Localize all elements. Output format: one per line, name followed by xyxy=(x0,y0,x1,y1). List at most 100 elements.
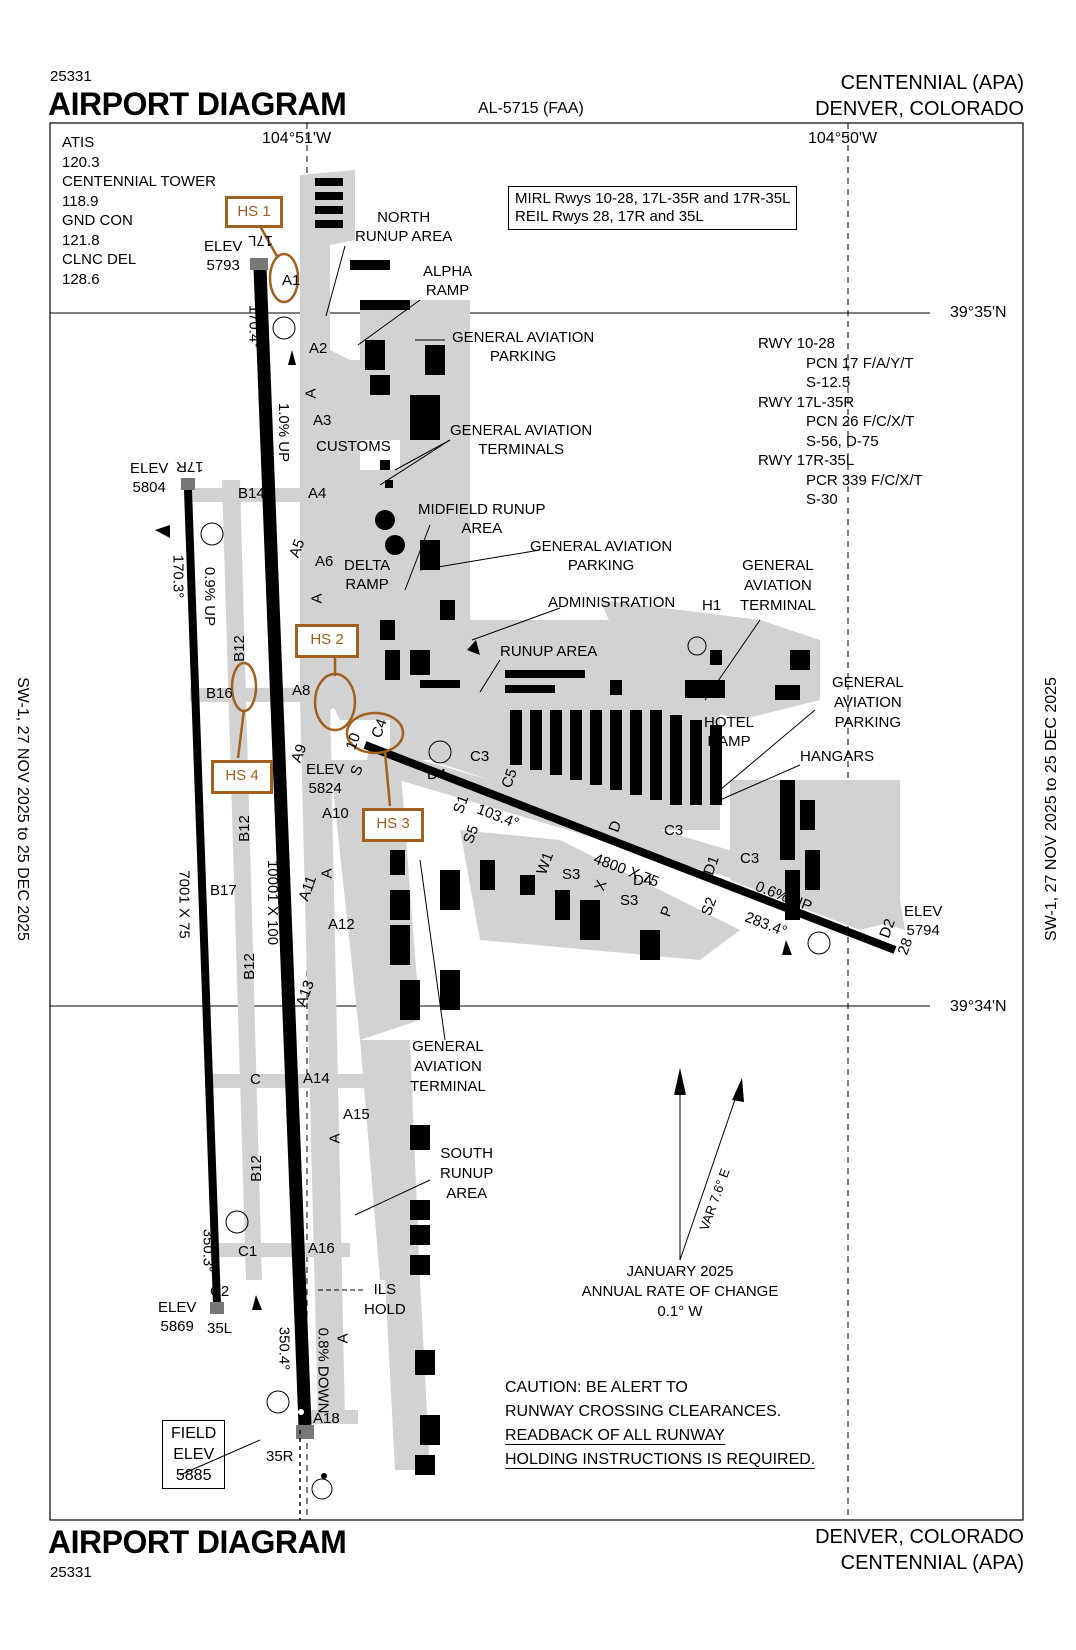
airport-name-bottom: CENTENNIAL (APA) xyxy=(840,1552,1024,1574)
runway-17L-35R xyxy=(253,267,312,1426)
heading-170-4: 170.4° xyxy=(245,304,263,349)
rwy-17L-35R-strength: S-56, D-75 xyxy=(806,432,879,450)
taxiway-a16: A16 xyxy=(308,1240,335,1257)
lon-left: 104°51'W xyxy=(262,130,332,147)
runup-area-label: RUNUP AREA xyxy=(500,643,598,660)
effective-dates-right: SW-1, 27 NOV 2025 to 25 DEC 2025 xyxy=(1043,677,1060,941)
dimensions-17R-35L: 7001 X 75 xyxy=(175,870,193,939)
runway-info: RWY 10-28 PCN 17 F/A/Y/T S-12.5 RWY 17L-… xyxy=(758,334,923,510)
taxiway-a-4: A xyxy=(326,1133,344,1144)
lat-bottom: 39°34'N xyxy=(950,998,1007,1015)
taxiway-a6: A6 xyxy=(315,553,334,570)
taxiway-a1: A1 xyxy=(282,272,301,289)
rwy-17R-35L-pcr: PCR 339 F/C/X/T xyxy=(806,471,923,489)
gradient-17L: 1.0% UP xyxy=(275,402,293,463)
gradient-35R: 0.8% DOWN xyxy=(314,1327,332,1414)
lon-right: 104°50'W xyxy=(808,130,878,147)
taxiway-s-2: S3 xyxy=(620,892,639,909)
taxiway-s-1: S3 xyxy=(562,866,581,883)
taxiway-a-5: A xyxy=(334,1333,352,1344)
rwy-17R-label: 17R xyxy=(176,458,204,475)
buildings xyxy=(315,178,820,1475)
rwy-17L-35R-label: RWY 17L-35R xyxy=(758,393,855,411)
taxiway-b16: C1 xyxy=(238,1243,258,1260)
magnetic-arrows xyxy=(674,1068,744,1261)
taxiway-b-2: B12 xyxy=(235,815,253,842)
taxiway-a10: A10 xyxy=(322,805,349,822)
taxiway-a8: A8 xyxy=(292,682,311,699)
rwy-10-28-strength: S-12.5 xyxy=(806,374,851,391)
tower-label: CENTENNIAL TOWER xyxy=(62,173,216,190)
lighting-box: MIRL Rwys 10-28, 17L-35R and 17R-35L REI… xyxy=(508,186,798,230)
city-bottom: DENVER, COLORADO xyxy=(815,1526,1024,1548)
caution-line-3: READBACK OF ALL RUNWAY xyxy=(505,1427,725,1445)
map-frame xyxy=(49,122,1024,1521)
city-top: DENVER, COLORADO xyxy=(815,98,1024,120)
taxiway-a14: A14 xyxy=(303,1070,330,1087)
frequency-list: ATIS 120.3 CENTENNIAL TOWER 118.9 GND CO… xyxy=(62,133,216,289)
taxiway-b4: B14 xyxy=(238,485,265,502)
taxiway-b-3: B12 xyxy=(240,953,258,980)
effective-dates-left: SW-1, 27 NOV 2025 to 25 DEC 2025 xyxy=(14,677,31,941)
clearance-label: CLNC DEL xyxy=(62,251,137,268)
lat-top: 39°35'N xyxy=(950,304,1007,321)
doc-number-top: 25331 xyxy=(50,68,92,85)
taxiway-b-1: B12 xyxy=(230,635,248,662)
taxiway-a3: A3 xyxy=(313,412,332,429)
taxiway-d-1: D4 xyxy=(427,766,447,783)
heading-170-3: 170.3° xyxy=(169,554,187,599)
hot-spot-2-label: HS 2 xyxy=(295,624,359,658)
annual-rate-block: JANUARY 2025 ANNUAL RATE OF CHANGE 0.1° … xyxy=(570,1262,790,1322)
customs-label: CUSTOMS xyxy=(316,438,391,455)
tower-freq: 118.9 xyxy=(62,192,99,210)
administration-label: ADMINISTRATION xyxy=(548,594,676,611)
dimensions-17L-35R: 10001 X 100 xyxy=(264,859,282,946)
taxiway-c-1: C3 xyxy=(470,748,490,765)
rwy-17R-35L-label: RWY 17R-35L xyxy=(758,452,855,469)
runway-10-28 xyxy=(363,741,897,954)
caution-line-1: CAUTION: BE ALERT TO xyxy=(505,1379,688,1396)
heading-350-4: 350.4° xyxy=(275,1326,293,1371)
rwy-10-28-pcn: PCN 17 F/A/Y/T xyxy=(806,354,914,372)
clearance-freq: 128.6 xyxy=(62,270,100,288)
caution-notice: CAUTION: BE ALERT TO RUNWAY CROSSING CLE… xyxy=(505,1376,816,1472)
variation-rate: 0.1° W xyxy=(657,1303,703,1320)
taxiway-a15: A15 xyxy=(343,1106,370,1123)
map-symbols-solid xyxy=(155,350,792,1479)
taxiway-a-1: A xyxy=(302,388,320,399)
heading-350-3: 350.3° xyxy=(199,1228,217,1273)
hot-spot-1-label: HS 1 xyxy=(225,196,283,228)
lighting-line-2: REIL Rwys 28, 17R and 35L xyxy=(515,208,704,225)
ground-label: GND CON xyxy=(62,212,133,229)
hot-spot-4-label: HS 4 xyxy=(211,760,273,794)
atis-freq: 120.3 xyxy=(62,153,100,171)
taxiway-a4: A4 xyxy=(308,485,327,502)
taxiway-d-2: D4 xyxy=(633,872,653,889)
taxiway-a-2: A xyxy=(308,593,326,604)
hot-spot-outlines xyxy=(230,225,405,807)
doc-number-bottom: 25331 xyxy=(50,1564,92,1581)
leader-lines xyxy=(179,245,816,1476)
rwy-17L-35R-pcn: PCN 26 F/C/X/T xyxy=(806,413,915,430)
taxiway-a12: A12 xyxy=(328,916,355,933)
runway-17R-35L xyxy=(184,489,221,1306)
gradient-17R: 0.9% UP xyxy=(201,566,219,627)
caution-line-4: HOLDING INSTRUCTIONS IS REQUIRED. xyxy=(505,1451,816,1469)
map-symbols xyxy=(200,316,831,1500)
taxiway-c-2: C3 xyxy=(664,822,684,839)
